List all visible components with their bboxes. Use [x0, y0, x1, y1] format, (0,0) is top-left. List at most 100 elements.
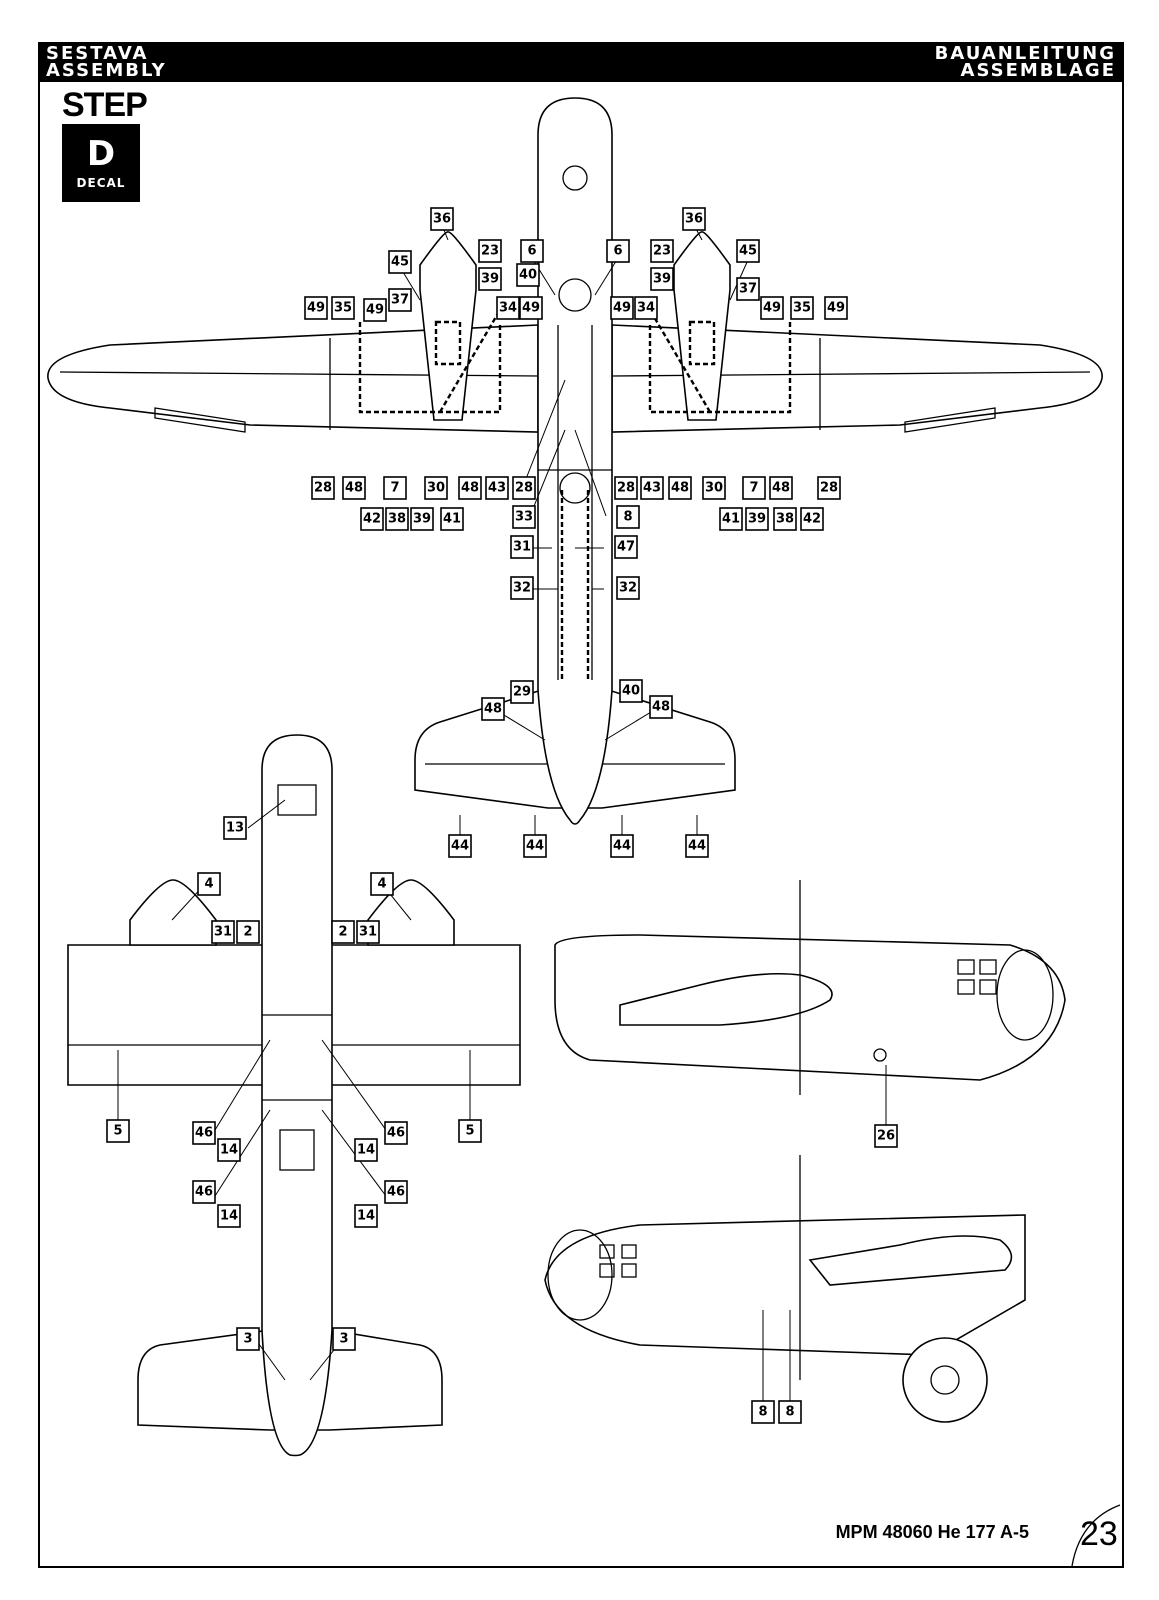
callout-number: 39: [413, 512, 431, 527]
callout-box: 39: [410, 507, 434, 531]
side-view-left-main-wheel: [902, 1337, 988, 1423]
callout-number: 40: [519, 268, 537, 283]
callout-box: 43: [485, 476, 509, 500]
callout-box: 49: [610, 296, 634, 320]
callout-box: 49: [824, 296, 848, 320]
callout-number: 7: [390, 481, 399, 496]
callout-box: 6: [606, 239, 630, 263]
callout-box: 42: [800, 507, 824, 531]
callout-box: 44: [523, 834, 547, 858]
callout-number: 14: [357, 1209, 375, 1224]
step-subtitle: DECAL: [76, 176, 126, 190]
callout-number: 31: [214, 925, 232, 940]
bottom-view-fuselage: [261, 734, 333, 1457]
callout-number: 38: [776, 512, 794, 527]
callout-number: 48: [345, 481, 363, 496]
callout-box: 7: [383, 476, 407, 500]
callout-box: 3: [332, 1327, 356, 1351]
callout-number: 37: [739, 282, 757, 297]
callout-number: 31: [359, 925, 377, 940]
callout-number: 39: [481, 272, 499, 287]
page-corner-curve: [1071, 1504, 1121, 1567]
callout-box: 45: [388, 250, 412, 274]
callout-box: 46: [192, 1121, 216, 1145]
callout-number: 36: [685, 212, 703, 227]
callout-number: 3: [339, 1332, 348, 1347]
callout-box: 5: [106, 1119, 130, 1143]
callout-number: 30: [705, 481, 723, 496]
callout-number: 3: [243, 1332, 252, 1347]
bottom-view-aircraft: [67, 734, 521, 1457]
step-box: D DECAL: [62, 124, 140, 202]
callout-box: 8: [616, 505, 640, 529]
callout-box: 26: [874, 1124, 898, 1148]
callout-box: 40: [516, 263, 540, 287]
callout-box: 32: [616, 576, 640, 600]
callout-box: 31: [356, 920, 380, 944]
callout-box: 31: [211, 920, 235, 944]
side-view-left-aircraft: [544, 1155, 1026, 1423]
header-left-line2: ASSEMBLY: [46, 60, 167, 81]
callout-box: 30: [702, 476, 726, 500]
callout-box: 28: [311, 476, 335, 500]
callout-number: 4: [204, 877, 213, 892]
callout-number: 8: [758, 1405, 767, 1420]
callout-number: 44: [688, 839, 706, 854]
callout-box: 39: [745, 507, 769, 531]
callout-box: 5: [458, 1119, 482, 1143]
callout-number: 5: [113, 1124, 122, 1139]
step-letter: D: [86, 134, 116, 174]
callout-number: 28: [820, 481, 838, 496]
callout-box: 2: [331, 920, 355, 944]
callout-number: 34: [499, 301, 517, 316]
top-view-left-wing: [47, 324, 539, 433]
callout-number: 34: [637, 301, 655, 316]
callout-box: 14: [217, 1204, 241, 1228]
callout-box: 2: [236, 920, 260, 944]
callout-box: 48: [668, 476, 692, 500]
callout-box: 48: [769, 476, 793, 500]
header-left: SESTAVA ASSEMBLY: [46, 45, 167, 81]
header-right-line1: BAUANLEITUNG: [934, 43, 1116, 64]
callout-box: 31: [510, 535, 534, 559]
callout-box: 28: [512, 476, 536, 500]
callout-box: 8: [751, 1400, 775, 1424]
callout-number: 6: [527, 244, 536, 259]
callouts-top-view: 36 23 6 6 23 36 45 39 40 39 45 37 37 49 …: [304, 207, 848, 858]
callout-box: 3: [236, 1327, 260, 1351]
callout-number: 48: [461, 481, 479, 496]
top-view-fuselage: [537, 97, 613, 825]
callout-number: 44: [526, 839, 544, 854]
callout-box: 7: [742, 476, 766, 500]
callout-number: 48: [772, 481, 790, 496]
callout-number: 32: [513, 581, 531, 596]
callout-box: 4: [370, 872, 394, 896]
callout-number: 41: [722, 512, 740, 527]
callout-number: 45: [391, 255, 409, 270]
callout-box: 37: [388, 288, 412, 312]
callout-box: 36: [682, 207, 706, 231]
callout-box: 37: [736, 277, 760, 301]
callout-number: 7: [749, 481, 758, 496]
callout-box: 45: [736, 239, 760, 263]
callout-number: 40: [622, 684, 640, 699]
callout-number: 46: [387, 1126, 405, 1141]
callout-box: 38: [385, 507, 409, 531]
callout-box: 39: [478, 267, 502, 291]
callout-number: 49: [613, 301, 631, 316]
page-number: 23: [1080, 1515, 1118, 1553]
callout-box: 4: [197, 872, 221, 896]
callout-box: 39: [650, 267, 674, 291]
callout-number: 49: [827, 301, 845, 316]
callout-number: 4: [377, 877, 386, 892]
header-bar: SESTAVA ASSEMBLY BAUANLEITUNG ASSEMBLAGE: [38, 42, 1124, 82]
callout-number: 33: [515, 510, 533, 525]
callout-box: 40: [619, 679, 643, 703]
callout-number: 46: [387, 1185, 405, 1200]
callout-number: 26: [877, 1129, 895, 1144]
callout-box: 49: [363, 298, 387, 322]
callout-number: 43: [488, 481, 506, 496]
product-label: MPM 48060 He 177 A-5: [835, 1522, 1029, 1542]
callout-number: 23: [653, 244, 671, 259]
